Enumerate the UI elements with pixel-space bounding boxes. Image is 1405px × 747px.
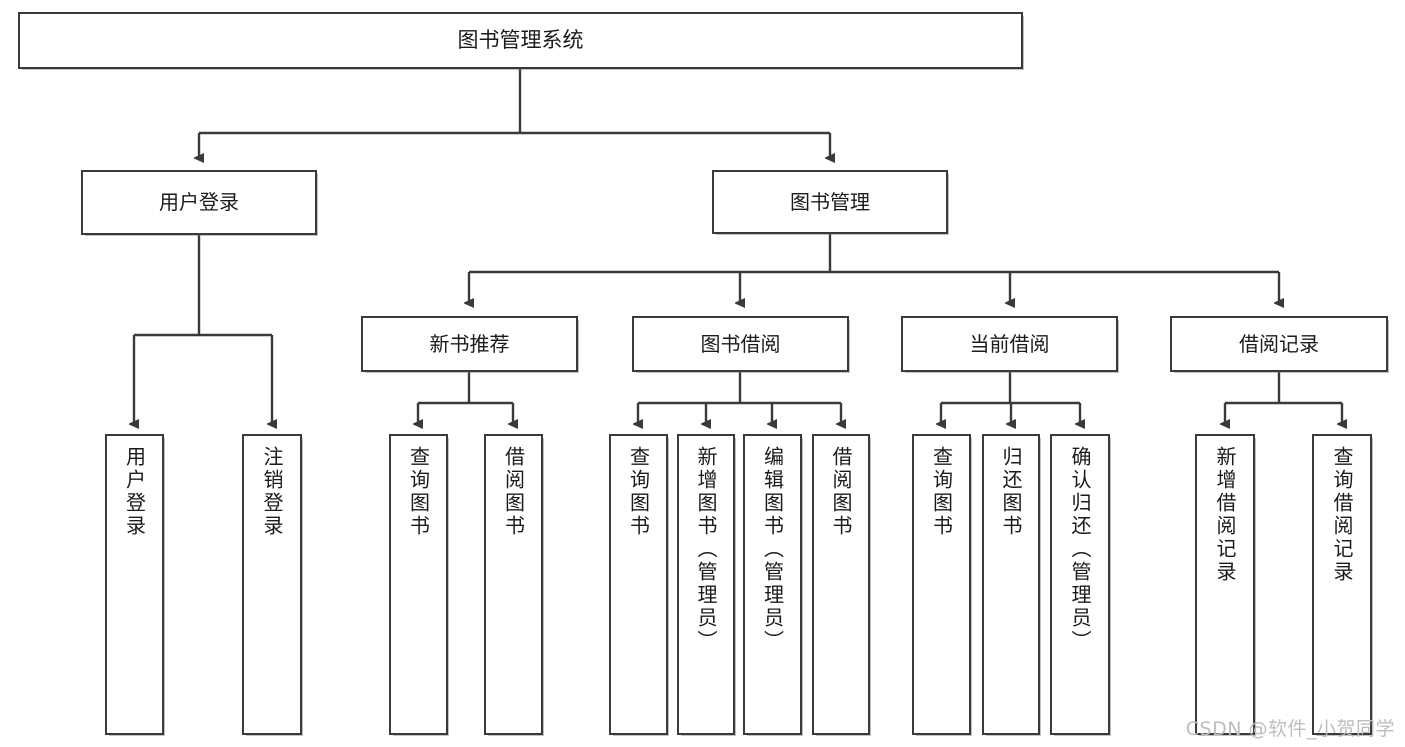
node-label: 用户登录 [122,446,147,538]
leaf-current-confirm-return-admin[interactable]: 确认归还（管理员） [1050,434,1111,736]
node-label: 查询图书 [626,446,651,538]
node-label: 当前借阅 [969,331,1050,356]
leaf-current-query-book[interactable]: 查询图书 [912,434,972,736]
node-label: 新增借阅记录 [1213,446,1237,584]
node-label: 图书管理 [790,189,870,214]
node-label: 图书管理系统 [457,27,584,52]
node-label: 确认归还（管理员） [1068,446,1092,653]
node-label: 借阅图书 [501,446,526,538]
node-label: 编辑图书（管理员） [760,446,785,653]
leaf-borrow-query-book[interactable]: 查询图书 [609,434,669,736]
leaf-recommend-borrow-book[interactable]: 借阅图书 [484,434,544,736]
leaf-borrow-edit-book-admin[interactable]: 编辑图书（管理员） [743,434,803,736]
node-label: 注销登录 [260,446,284,538]
node-borrow-record[interactable]: 借阅记录 [1170,316,1389,373]
node-label: 归还图书 [999,446,1023,538]
node-label: 用户登录 [159,190,239,215]
leaf-recommend-query-book[interactable]: 查询图书 [389,434,449,736]
leaf-user-login[interactable]: 用户登录 [105,434,165,736]
leaf-borrow-borrow-book[interactable]: 借阅图书 [812,434,871,736]
node-book-borrow[interactable]: 图书借阅 [632,316,850,373]
watermark-text: CSDN @软件_小贺同学 [1185,718,1395,740]
node-label: 借阅图书 [829,446,853,538]
node-label: 查询图书 [406,446,431,538]
node-current-borrow[interactable]: 当前借阅 [901,316,1119,373]
node-label: 查询借阅记录 [1330,446,1354,584]
node-label: 新书推荐 [429,331,510,356]
leaf-user-logout[interactable]: 注销登录 [242,434,303,736]
node-label: 图书借阅 [700,331,781,356]
leaf-record-query-borrow-record[interactable]: 查询借阅记录 [1312,434,1373,736]
node-book-management[interactable]: 图书管理 [712,170,949,235]
leaf-record-add-borrow-record[interactable]: 新增借阅记录 [1195,434,1256,736]
node-root-system[interactable]: 图书管理系统 [18,12,1024,70]
node-label: 借阅记录 [1239,331,1319,356]
leaf-borrow-add-book-admin[interactable]: 新增图书（管理员） [677,434,736,736]
node-user-login[interactable]: 用户登录 [81,170,318,236]
leaf-current-return-book[interactable]: 归还图书 [982,434,1041,736]
node-new-book-recommend[interactable]: 新书推荐 [361,316,579,373]
node-label: 新增图书（管理员） [694,446,718,653]
node-label: 查询图书 [929,446,954,538]
